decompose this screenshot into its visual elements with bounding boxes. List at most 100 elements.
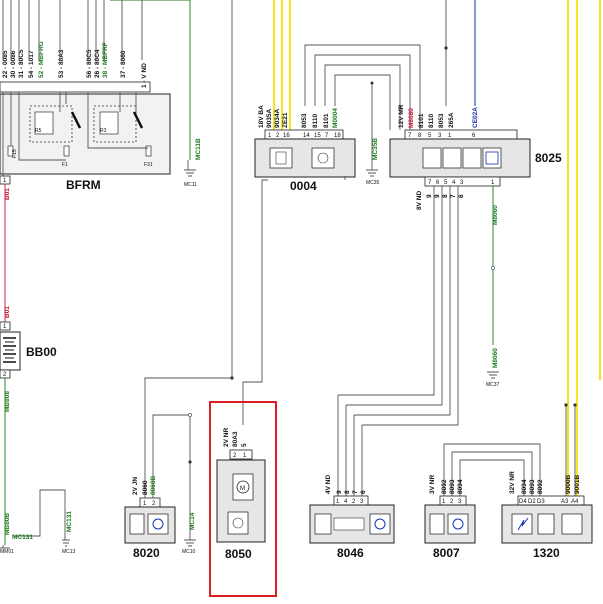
svg-text:6: 6 [360, 490, 367, 494]
svg-text:5: 5 [428, 133, 432, 139]
module-1320-label: 1320 [533, 546, 560, 560]
bb00-battery[interactable]: 1 B01 B01 1 BB00 2 MB808 [0, 175, 57, 545]
svg-text:8093: 8093 [529, 479, 536, 494]
yellow-wire-bundle-top [273, 0, 291, 130]
svg-text:MC10: MC10 [182, 549, 196, 555]
svg-text:ZE21: ZE21 [282, 112, 289, 128]
module-0004[interactable]: 1 2 16 14 15 7 18 0004 [254, 129, 356, 193]
fuse-f15-label: F15 [12, 149, 18, 158]
svg-text:54 - 1017: 54 - 1017 [28, 50, 35, 78]
svg-text:7: 7 [325, 133, 329, 139]
svg-text:9: 9 [426, 194, 433, 198]
svg-text:B01: B01 [4, 188, 11, 200]
svg-text:4: 4 [452, 180, 456, 186]
svg-text:9: 9 [336, 490, 343, 494]
module-8007-wire-labels: 3V NR 8092 8093 8094 [429, 475, 464, 494]
svg-text:8: 8 [418, 133, 422, 139]
module-8050-label: 8050 [225, 547, 252, 561]
svg-text:2: 2 [152, 501, 156, 507]
svg-text:B01: B01 [4, 306, 11, 318]
svg-text:15: 15 [314, 133, 321, 139]
fuse-f1-label: F1 [62, 162, 68, 168]
svg-text:1: 1 [243, 453, 247, 459]
module-8046[interactable]: 1 4 2 3 8046 [309, 395, 395, 560]
module-8050-wire-labels: 2V NR 80A3 5 [223, 428, 248, 447]
svg-text:3: 3 [458, 499, 462, 505]
svg-text:8092: 8092 [441, 479, 448, 494]
bfrm-module[interactable]: BFRM R5 R3 F1 F31 F15 [0, 81, 171, 192]
svg-text:265A: 265A [448, 112, 455, 128]
svg-text:8060: 8060 [142, 480, 149, 495]
svg-text:M0004: M0004 [332, 108, 339, 128]
svg-text:37 - 8060: 37 - 8060 [120, 50, 127, 78]
svg-text:M8060: M8060 [492, 205, 499, 225]
svg-text:8: 8 [344, 490, 351, 494]
svg-text:3V NR: 3V NR [429, 475, 436, 494]
svg-text:4: 4 [344, 499, 348, 505]
module-8007[interactable]: 1 2 3 8007 [424, 443, 541, 560]
svg-text:7: 7 [352, 490, 359, 494]
svg-text:9035A: 9035A [266, 109, 273, 128]
svg-text:9034A: 9034A [274, 109, 281, 128]
svg-text:3: 3 [360, 499, 364, 505]
svg-text:6: 6 [436, 180, 440, 186]
module-8046-wire-labels: 4V ND 9 8 7 6 [325, 475, 367, 494]
svg-text:8110: 8110 [428, 114, 435, 128]
svg-text:3: 3 [438, 133, 442, 139]
svg-text:8101: 8101 [418, 113, 425, 128]
module-0004-wires [304, 44, 421, 180]
svg-text:MC11B: MC11B [195, 138, 202, 160]
svg-text:3: 3 [460, 180, 464, 186]
module-8050[interactable]: 2 1 M 8050 [216, 449, 266, 561]
mc37-ground: M8060 M8060 MC37 [486, 205, 500, 388]
bfrm-wire-labels: 22 - 0085 30 - 0086 31 - 80C5 54 - 1017 … [2, 41, 148, 88]
relay-r5-label: R5 [35, 128, 42, 134]
svg-text:1: 1 [268, 133, 272, 139]
svg-text:MC11: MC11 [184, 182, 197, 188]
svg-text:MC35B: MC35B [372, 138, 379, 160]
fuse-f31-label: F31 [144, 162, 153, 168]
svg-text:1: 1 [336, 499, 340, 505]
svg-text:31 - 80C5: 31 - 80C5 [18, 49, 25, 78]
svg-text:53 - 80A3: 53 - 80A3 [58, 49, 65, 78]
svg-text:38 - MBFRF: 38 - MBFRF [102, 42, 109, 78]
svg-text:7: 7 [408, 133, 412, 139]
wire-80a3-route [144, 0, 268, 500]
svg-text:MC35: MC35 [366, 180, 380, 186]
svg-text:CE02A: CE02A [472, 107, 479, 128]
svg-text:1: 1 [3, 178, 7, 184]
svg-text:8094: 8094 [457, 479, 464, 494]
svg-text:8094: 8094 [521, 479, 528, 494]
svg-text:8060B: 8060B [150, 476, 157, 495]
mc14-ground: MC14 MC10 [182, 512, 196, 555]
svg-text:A4: A4 [571, 499, 579, 505]
module-0004-wire-labels: 18V BA 9035A 9034A ZE21 8053 8110 8101 M… [258, 105, 339, 128]
svg-text:12V MR: 12V MR [398, 104, 405, 128]
svg-text:D2: D2 [528, 499, 536, 505]
svg-text:18: 18 [334, 133, 341, 139]
module-8025[interactable]: 7 8 5 3 1 6 8025 7 6 5 4 3 1 [389, 129, 562, 187]
bb00-label: BB00 [26, 345, 57, 359]
module-1320[interactable]: D4 D2 D3 A3 A4 1320 [501, 403, 593, 560]
svg-text:1: 1 [143, 501, 147, 507]
svg-text:80A3: 80A3 [232, 431, 239, 447]
left-grounds: MB80B MM01 MC131 MC131 MC13 [0, 489, 76, 555]
module-8046-label: 8046 [337, 546, 364, 560]
svg-text:9: 9 [434, 194, 441, 198]
svg-text:8110: 8110 [312, 114, 319, 128]
bfrm-ground: MC11B MC11 [184, 0, 202, 188]
svg-text:MC14: MC14 [189, 512, 196, 530]
module-0004-label: 0004 [290, 179, 317, 193]
svg-text:7: 7 [450, 194, 457, 198]
svg-text:1: 1 [442, 499, 446, 505]
svg-text:M: M [240, 486, 245, 492]
svg-text:M8080: M8080 [408, 108, 415, 128]
svg-text:26 - 80C4: 26 - 80C4 [94, 49, 101, 78]
svg-text:8092: 8092 [537, 479, 544, 494]
svg-text:8V ND: 8V ND [416, 191, 423, 210]
svg-text:14: 14 [303, 133, 310, 139]
svg-text:1: 1 [448, 133, 452, 139]
svg-text:2: 2 [3, 372, 7, 378]
relay-r3-label: R3 [100, 128, 107, 134]
module-8020[interactable]: 1 2 8020 [124, 413, 192, 560]
